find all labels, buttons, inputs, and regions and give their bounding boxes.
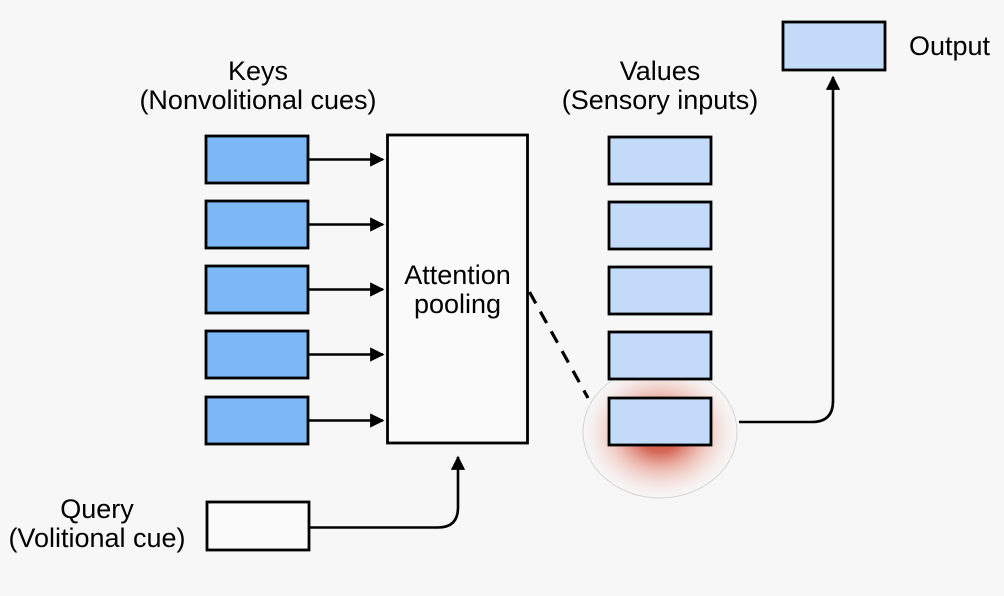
output-box xyxy=(781,20,887,72)
value-box-1 xyxy=(607,135,713,186)
value-box-4 xyxy=(607,330,713,381)
output-arrow xyxy=(739,75,841,424)
query-arrow xyxy=(310,455,466,529)
value-box-2 xyxy=(607,200,713,251)
keys-label-line2: (Nonvolitional cues) xyxy=(139,85,376,115)
key-box-4 xyxy=(204,329,310,380)
attention-weight-dashed-line xyxy=(528,291,590,399)
key-box-3 xyxy=(204,264,310,315)
values-column xyxy=(607,135,713,447)
key-arrows xyxy=(309,152,385,428)
key-box-1 xyxy=(204,134,310,185)
output-label: Output xyxy=(909,31,991,61)
keys-column xyxy=(204,134,310,446)
query-label-line2: (Volitional cue) xyxy=(8,523,185,553)
attention-pooling-box xyxy=(386,133,529,445)
keys-label-line1: Keys xyxy=(228,56,288,86)
attention-pooling-label-line2: pooling xyxy=(414,289,501,319)
key-box-2 xyxy=(204,199,310,250)
key-box-5 xyxy=(204,395,310,446)
attention-pooling-label-line1: Attention xyxy=(404,260,511,290)
values-label-line1: Values xyxy=(620,56,701,86)
value-box-3 xyxy=(607,265,713,316)
value-box-highlighted xyxy=(607,396,713,447)
query-box xyxy=(205,500,311,552)
values-label-line2: (Sensory inputs) xyxy=(562,85,759,115)
query-label-line1: Query xyxy=(60,494,134,524)
